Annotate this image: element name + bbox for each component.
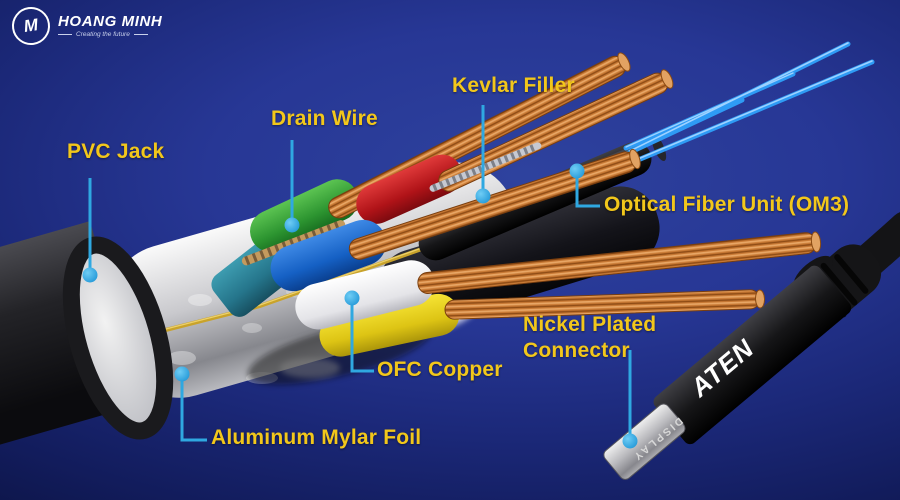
yellow-wire xyxy=(319,289,766,357)
label-nickel-line2: Connector xyxy=(523,339,630,362)
pvc-jacket xyxy=(0,221,174,462)
pointer-optical-fiber xyxy=(575,172,600,208)
optical-fibers xyxy=(619,41,875,163)
brand-monogram-icon: M xyxy=(9,4,53,48)
pointer-ofc-copper xyxy=(350,299,374,373)
pointer-lines xyxy=(88,105,632,442)
label-drain-wire: Drain Wire xyxy=(271,107,378,130)
label-aluminum-mylar-foil: Aluminum Mylar Foil xyxy=(211,426,422,449)
label-optical-fiber-unit: Optical Fiber Unit (OM3) xyxy=(604,193,850,216)
white-wire xyxy=(295,231,822,330)
drain-wire xyxy=(241,219,346,266)
brand-name: HOANG MINH xyxy=(58,13,163,30)
jacket-cut-rim xyxy=(62,236,174,440)
label-ofc-copper: OFC Copper xyxy=(377,358,503,381)
label-nickel-line1: Nickel Plated xyxy=(523,313,657,336)
brand-monogram: M xyxy=(22,15,40,36)
brand-logo: M HOANG MINH Creating the future xyxy=(9,4,163,48)
connector-plug xyxy=(603,403,686,480)
label-pvc-jack: PVC Jack xyxy=(67,140,165,163)
label-nickel-plated-connector: Nickel Plated Connector xyxy=(523,313,656,363)
connector-body xyxy=(653,265,852,445)
steel-wire xyxy=(429,142,542,192)
brand-tagline: Creating the future xyxy=(58,31,162,38)
pointer-dots xyxy=(82,163,638,449)
pointer-aluminum-foil xyxy=(180,375,207,442)
inner-sheath xyxy=(377,186,660,329)
label-kevlar-filler: Kevlar Filler xyxy=(452,74,575,97)
